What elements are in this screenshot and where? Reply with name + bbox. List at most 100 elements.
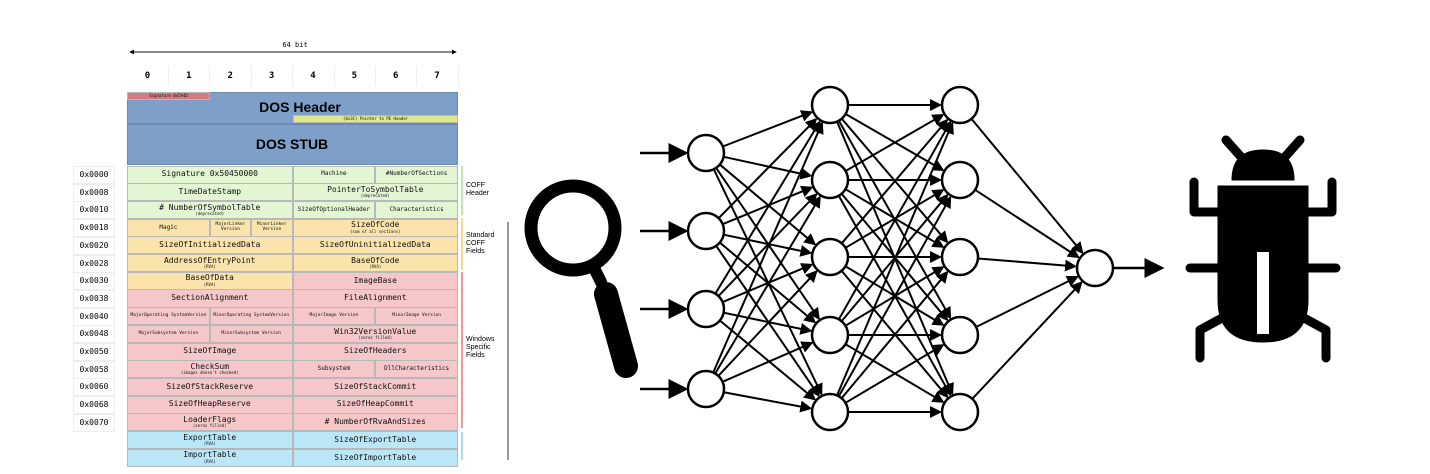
bit-column-7: 7 bbox=[417, 66, 459, 86]
field-name: SizeOfHeapReserve bbox=[168, 399, 251, 409]
offset-label: 0x0050 bbox=[73, 343, 115, 361]
connection bbox=[975, 275, 1079, 328]
neuron-layer-2 bbox=[940, 160, 980, 200]
field-name: SizeOfImage bbox=[183, 346, 237, 356]
field-name: MinorOperating SystemVersion bbox=[213, 312, 290, 318]
pe-field: Win32VersionValue(zeros filled) bbox=[292, 324, 458, 343]
connection bbox=[723, 311, 813, 335]
pe-field: SizeOfOptionalHeader bbox=[292, 200, 376, 220]
pe-field: SizeOfImportTable bbox=[292, 448, 458, 467]
field-name: SizeOfImportTable bbox=[334, 452, 417, 462]
field-name: LoaderFlags bbox=[183, 415, 237, 425]
field-name: ExportTable bbox=[183, 432, 237, 442]
pe-field: FileAlignment bbox=[292, 289, 458, 308]
pe-field: # NumberOfRvaAndSizes bbox=[292, 413, 458, 432]
field-name: SizeOfUninitializedData bbox=[319, 240, 431, 250]
pe-field: SizeOfStackCommit bbox=[292, 377, 458, 397]
field-name: ImportTable bbox=[183, 450, 237, 460]
offset-label: 0x0018 bbox=[73, 219, 115, 238]
connection bbox=[717, 270, 818, 377]
connection bbox=[844, 344, 945, 404]
field-name: SizeOfInitializedData bbox=[159, 240, 261, 250]
connection bbox=[717, 192, 818, 297]
connection bbox=[840, 270, 949, 399]
field-note: (RVA) bbox=[203, 281, 216, 287]
pe-field: SizeOfImage bbox=[127, 342, 293, 361]
field-name: CheckSum bbox=[190, 361, 230, 371]
field-name: SizeOfStackReserve bbox=[166, 381, 254, 391]
connection bbox=[723, 233, 813, 257]
pe-field: MajorLinker Version bbox=[209, 218, 252, 237]
connection bbox=[840, 118, 949, 244]
field-note: (zeros filled) bbox=[192, 423, 227, 429]
width-label: 64 bit bbox=[282, 41, 308, 49]
field-name: BaseOfCode bbox=[351, 255, 400, 265]
offset-label: 0x0068 bbox=[73, 396, 115, 415]
connection bbox=[714, 195, 821, 375]
offset-label: 0x0020 bbox=[73, 236, 115, 255]
bit-column-3: 3 bbox=[251, 66, 294, 86]
pe-field: MajorSubsystem Version bbox=[127, 324, 210, 343]
pe-header-pointer: (0x3C) Pointer to PE Header bbox=[293, 115, 458, 123]
field-note: (RVA) bbox=[203, 264, 216, 270]
field-name: Magic bbox=[159, 223, 178, 231]
offset-label: 0x0040 bbox=[73, 307, 115, 326]
connection bbox=[717, 117, 818, 219]
offset-label: 0x0038 bbox=[73, 289, 115, 308]
connection bbox=[723, 155, 813, 180]
neuron-layer-1 bbox=[810, 160, 850, 200]
connection bbox=[845, 113, 945, 172]
connection bbox=[974, 188, 1080, 259]
connection bbox=[722, 263, 814, 303]
offset-label: 0x0030 bbox=[73, 272, 115, 291]
pe-field: LoaderFlags(zeros filled) bbox=[127, 413, 293, 432]
bit-column-1: 1 bbox=[168, 66, 211, 86]
field-name: AddressOfEntryPoint bbox=[163, 255, 256, 265]
field-name: MajorLinker Version bbox=[215, 221, 246, 232]
dos-signature: Signature 0x5A4D bbox=[127, 92, 210, 100]
field-note: (deprecated) bbox=[195, 211, 225, 217]
pe-field: SizeOfHeapReserve bbox=[127, 395, 293, 414]
connection bbox=[837, 120, 952, 320]
pe-field: BaseOfData(RVA) bbox=[127, 271, 293, 290]
connection bbox=[722, 341, 814, 383]
field-name: # NumberOfRvaAndSizes bbox=[324, 417, 426, 427]
bit-column-2: 2 bbox=[210, 66, 252, 86]
pe-field: Characteristics bbox=[375, 200, 458, 220]
pe-field: SizeOfInitializedData bbox=[127, 236, 293, 255]
field-note: (deprecated) bbox=[360, 193, 390, 199]
neural-network bbox=[640, 85, 1165, 432]
neuron-layer-3 bbox=[1075, 248, 1115, 288]
field-note: (sum of all sections) bbox=[349, 228, 401, 234]
dos-stub-title: DOS STUB bbox=[255, 136, 329, 152]
neuron-layer-0 bbox=[686, 133, 726, 173]
offset-label: 0x0010 bbox=[73, 201, 115, 220]
pe-field: Signature 0x50450000 bbox=[127, 165, 293, 184]
label-coff-header: COFF Header bbox=[466, 182, 489, 198]
field-name: Signature 0x50450000 bbox=[161, 169, 258, 179]
bug-icon bbox=[1185, 135, 1341, 363]
field-name: Win32VersionValue bbox=[334, 326, 417, 336]
neuron-layer-2 bbox=[940, 315, 980, 355]
neuron-layer-2 bbox=[940, 237, 980, 277]
field-name: PointerToSymbolTable bbox=[327, 184, 424, 194]
offset-label: 0x0058 bbox=[73, 360, 115, 379]
neuron-layer-1 bbox=[810, 85, 850, 125]
field-name: MinorLinker Version bbox=[256, 221, 287, 232]
bit-column-4: 4 bbox=[293, 66, 335, 86]
connection bbox=[837, 195, 952, 397]
bit-column-0: 0 bbox=[127, 66, 169, 86]
pe-field: SizeOfExportTable bbox=[292, 431, 458, 450]
field-name: MajorOperating SystemVersion bbox=[130, 312, 207, 318]
connection bbox=[977, 257, 1078, 272]
neuron-layer-1 bbox=[810, 237, 850, 277]
pe-field: BaseOfCode(RVA) bbox=[292, 254, 458, 273]
field-name: DllCharacteristics bbox=[384, 365, 450, 373]
neuron-layer-1 bbox=[810, 315, 850, 355]
field-name: SizeOfCode bbox=[351, 220, 400, 230]
field-note: (zeros filled) bbox=[358, 334, 393, 340]
field-name: SizeOfStackCommit bbox=[334, 381, 417, 391]
pe-field: MinorImage Version bbox=[375, 307, 458, 326]
field-name: TimeDateStamp bbox=[178, 187, 242, 197]
